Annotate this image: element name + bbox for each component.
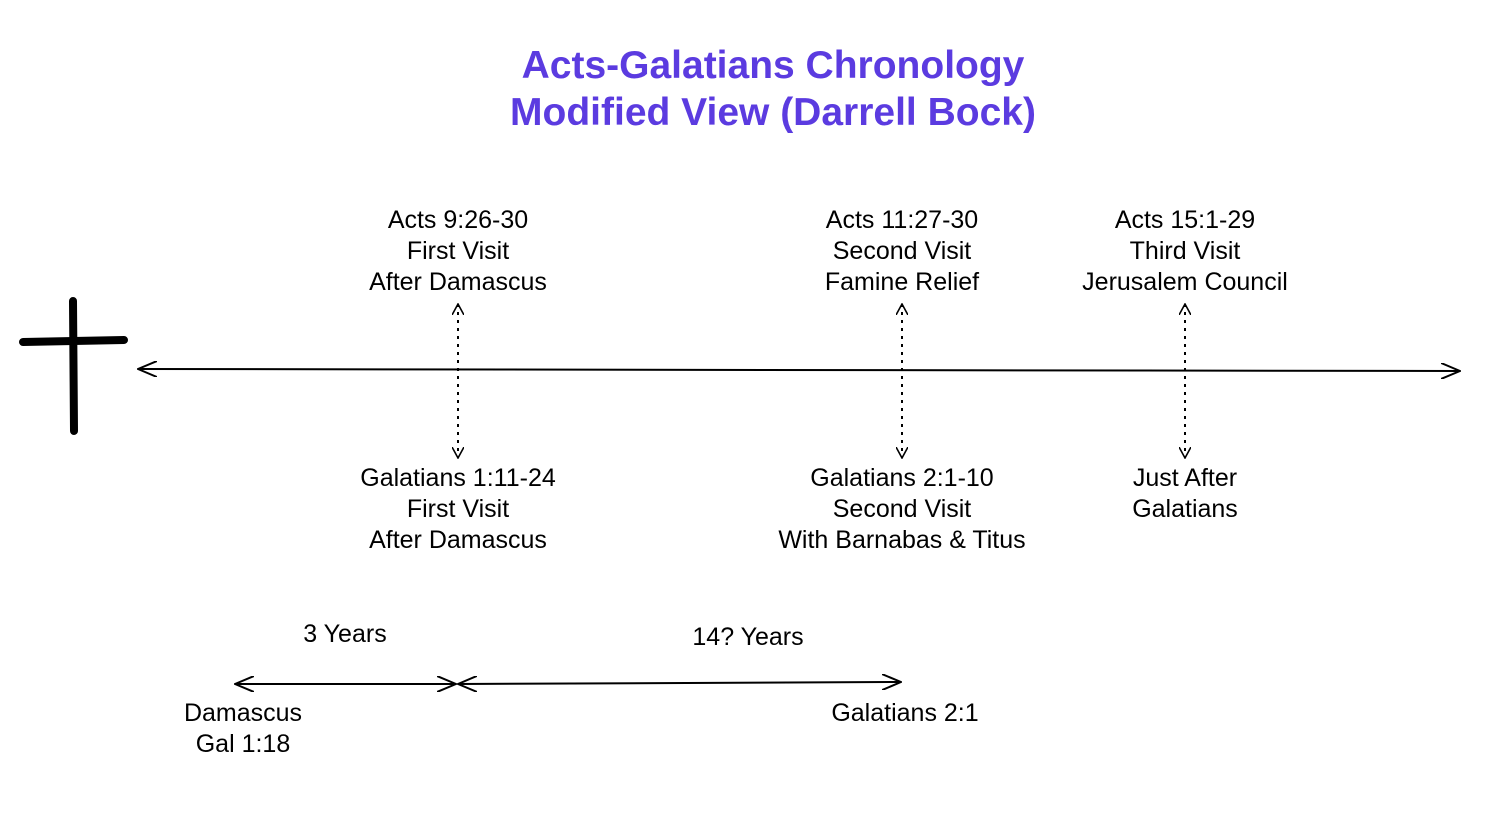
line-2: Galatians — [1132, 495, 1238, 523]
reference: Gal 1:18 — [195, 730, 291, 758]
cross-icon — [19, 297, 128, 435]
acts-second-visit-label: Acts 11:27-30 Second Visit Famine Relief — [702, 205, 1102, 298]
reference: Galatians 2:1-10 — [810, 464, 994, 492]
damascus-label: Damascus Gal 1:18 — [43, 698, 443, 760]
description: Jerusalem Council — [1082, 268, 1288, 296]
description: After Damascus — [369, 526, 547, 554]
galatians-2-1-label: Galatians 2:1 — [831, 699, 979, 727]
reference: Acts 9:26-30 — [387, 206, 529, 234]
description: With Barnabas & Titus — [778, 526, 1026, 554]
description: After Damascus — [369, 268, 547, 296]
reference: Galatians 1:11-24 — [360, 464, 556, 492]
span-14-years-arrow — [458, 682, 901, 684]
place: Damascus — [183, 699, 303, 727]
visit: First Visit — [406, 495, 510, 523]
main-timeline-arrow — [138, 369, 1460, 371]
galatians-second-visit-label: Galatians 2:1-10 Second Visit With Barna… — [702, 463, 1102, 556]
span-14-years-label: 14? Years — [692, 623, 804, 651]
reference: Acts 15:1-29 — [1114, 206, 1256, 234]
line-1: Just After — [1132, 464, 1238, 492]
reference: Acts 11:27-30 — [825, 206, 979, 234]
visit: Second Visit — [832, 495, 972, 523]
span-3-years-label: 3 Years — [303, 620, 387, 648]
acts-first-visit-label: Acts 9:26-30 First Visit After Damascus — [258, 205, 658, 298]
diagram-title: Acts-Galatians Chronology Modified View … — [0, 42, 1498, 136]
description: Famine Relief — [824, 268, 980, 296]
galatians-first-visit-label: Galatians 1:11-24 First Visit After Dama… — [258, 463, 658, 556]
visit: First Visit — [406, 237, 510, 265]
title-line-1: Acts-Galatians Chronology — [521, 44, 1025, 87]
visit: Second Visit — [832, 237, 972, 265]
acts-third-visit-label: Acts 15:1-29 Third Visit Jerusalem Counc… — [985, 205, 1385, 298]
galatians-third-visit-label: Just After Galatians — [985, 463, 1385, 525]
title-line-2: Modified View (Darrell Bock) — [510, 91, 1036, 134]
visit: Third Visit — [1129, 237, 1241, 265]
